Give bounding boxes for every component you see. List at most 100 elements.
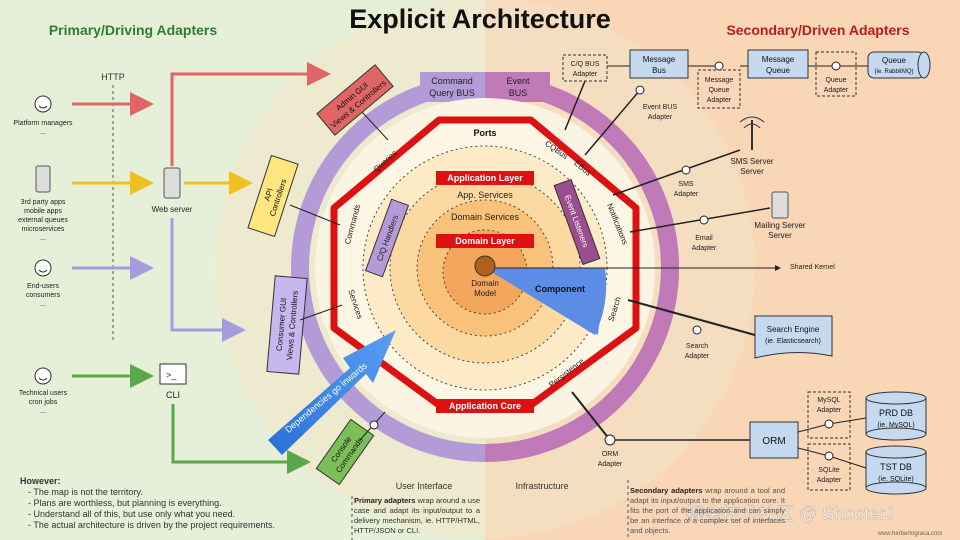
orm-adapter: ORM Adapter [598,451,623,468]
search-engine-label-2: (ie. Elasticsearch) [765,338,821,345]
actor-label: 3rd party apps [21,199,66,206]
primary-adapters-note: Primary adapters wrap around a use case … [354,496,480,536]
domain-model-label-2: Model [474,289,496,298]
database-icon [865,427,927,441]
qa-dot [831,61,841,71]
cqbus-link [564,80,586,131]
web-to-admin-arrow [170,62,331,166]
end-users-actor: End-users consumers ... [26,259,61,308]
secondary-heading: Secondary/Driven Adapters [726,22,909,38]
component-label: Component [535,284,585,294]
secondary-note-bold: Secondary adapters [630,486,703,495]
mailing-server-label: Mailing Server [754,221,805,230]
terminal-prompt-icon: >_ [166,370,177,380]
queue: Queue (ie. RabbitMQ) [867,51,931,79]
tst-db: TST DB (ie. SQLite) [865,445,927,495]
actor-extra: ... [40,301,46,308]
domain-model-label: Domain [471,279,499,288]
sqlite-adapter-label-2: Adapter [817,477,842,484]
however-note: However: - The map is not the territory.… [20,476,340,531]
primary-heading: Primary/Driving Adapters [49,22,218,38]
user-interface-zone: User Interface [396,481,453,491]
secondary-note-text: wrap around a tool and adapt its input/o… [630,486,785,535]
cqbus-adapter-label-2: Adapter [573,71,598,78]
sms-adapter-label-2: Adapter [674,191,699,198]
console-port-dot [369,420,379,430]
event-bus-label-bg [485,72,550,102]
tst-db-label: TST DB [880,462,912,472]
however-item: - The actual architecture is driven by t… [28,520,275,530]
actor-extra: ... [40,235,46,242]
mqa-label-2: Queue [708,87,729,94]
message-queue-label-2: Queue [766,66,791,75]
application-core-badge [436,399,534,413]
message-bus-label-2: Bus [652,66,666,75]
dependencies-arrow [268,330,396,455]
primary-note-text: wrap around a use case and adapt its inp… [354,496,480,535]
prd-db: PRD DB (ie. MySQL) [865,391,927,441]
actor-line-2: consumers [26,292,61,299]
sqlite-adapter: SQLite Adapter [807,443,851,491]
actor-label: Platform managers [13,120,73,127]
actor-label: End-users [27,283,59,290]
third-party-actor: 3rd party apps mobile apps external queu… [18,165,68,242]
prd-db-label: PRD DB [879,408,913,418]
shared-kernel-label: Shared Kernel [790,264,835,271]
actor-line-2: mobile apps [24,208,62,215]
message-queue: Message Queue [747,49,809,79]
mysql-adapter-label: MySQL [817,397,840,404]
actor-extra: ... [40,129,46,136]
database-icon [865,481,927,495]
message-bus: Message Bus [629,49,689,79]
mysql-adapter: MySQL Adapter [807,391,851,439]
search-engine-label: Search Engine [767,325,820,334]
server-icon [771,191,789,219]
sms-link [612,149,741,196]
event-bus-label-2: BUS [509,88,528,98]
actor-line-4: microservices [22,226,65,233]
queue-label: Queue [882,56,907,65]
sms-adapter: SMS Adapter [674,181,699,198]
cq-handlers-box [364,198,410,278]
however-title: However: [20,476,61,486]
technical-users-actor: Technical users cron jobs ... [19,367,68,415]
domain-layer-label: Domain Layer [455,236,515,246]
orm-adapter-label: ORM [602,451,619,458]
orm-adapter-dot [604,434,616,446]
server-icon [35,165,51,193]
prd-db-label-2: (ie. MySQL) [877,422,914,429]
persistence-link [571,391,611,441]
sqlite-adapter-label: SQLite [818,467,840,474]
application-core-label: Application Core [449,401,521,411]
sqlite-dot [824,451,834,461]
event-listeners-box [553,178,601,266]
cqbus-adapter-label: C/Q BUS [571,61,600,68]
search-engine: Search Engine (ie. Elasticsearch) [754,315,833,359]
orm-adapter-label-2: Adapter [598,461,623,468]
event-bus-adapter: Event BUS Adapter [643,104,678,121]
primary-note-bold: Primary adapters [354,496,416,505]
platform-managers-actor: Platform managers ... [13,95,73,136]
cli-label: CLI [166,390,180,400]
however-item: - Understand all of this, but use only w… [28,509,236,519]
component-shape [490,268,605,335]
email-adapter: Email Adapter [692,235,717,252]
actor-extra: ... [40,408,46,415]
http-label: HTTP [101,72,125,82]
domain-core-dot [474,255,496,277]
message-bus-label: Message [643,55,676,64]
orm-box [749,421,799,459]
ebus-link [584,89,641,156]
eba-label-2: Adapter [648,114,673,121]
orm-label: ORM [762,436,785,447]
queue-adapter: Queue Adapter [815,51,857,97]
api-port-link [289,204,341,226]
message-queue-label: Message [762,55,795,64]
api-controllers-adapter: API Controllers [247,154,299,238]
mysql-adapter-label-2: Adapter [817,407,842,414]
ports-label: Ports [473,128,496,138]
sms-dot [681,165,691,175]
tst-db-label-2: (ie. SQLite) [878,476,913,483]
smiley-icon [34,367,52,385]
